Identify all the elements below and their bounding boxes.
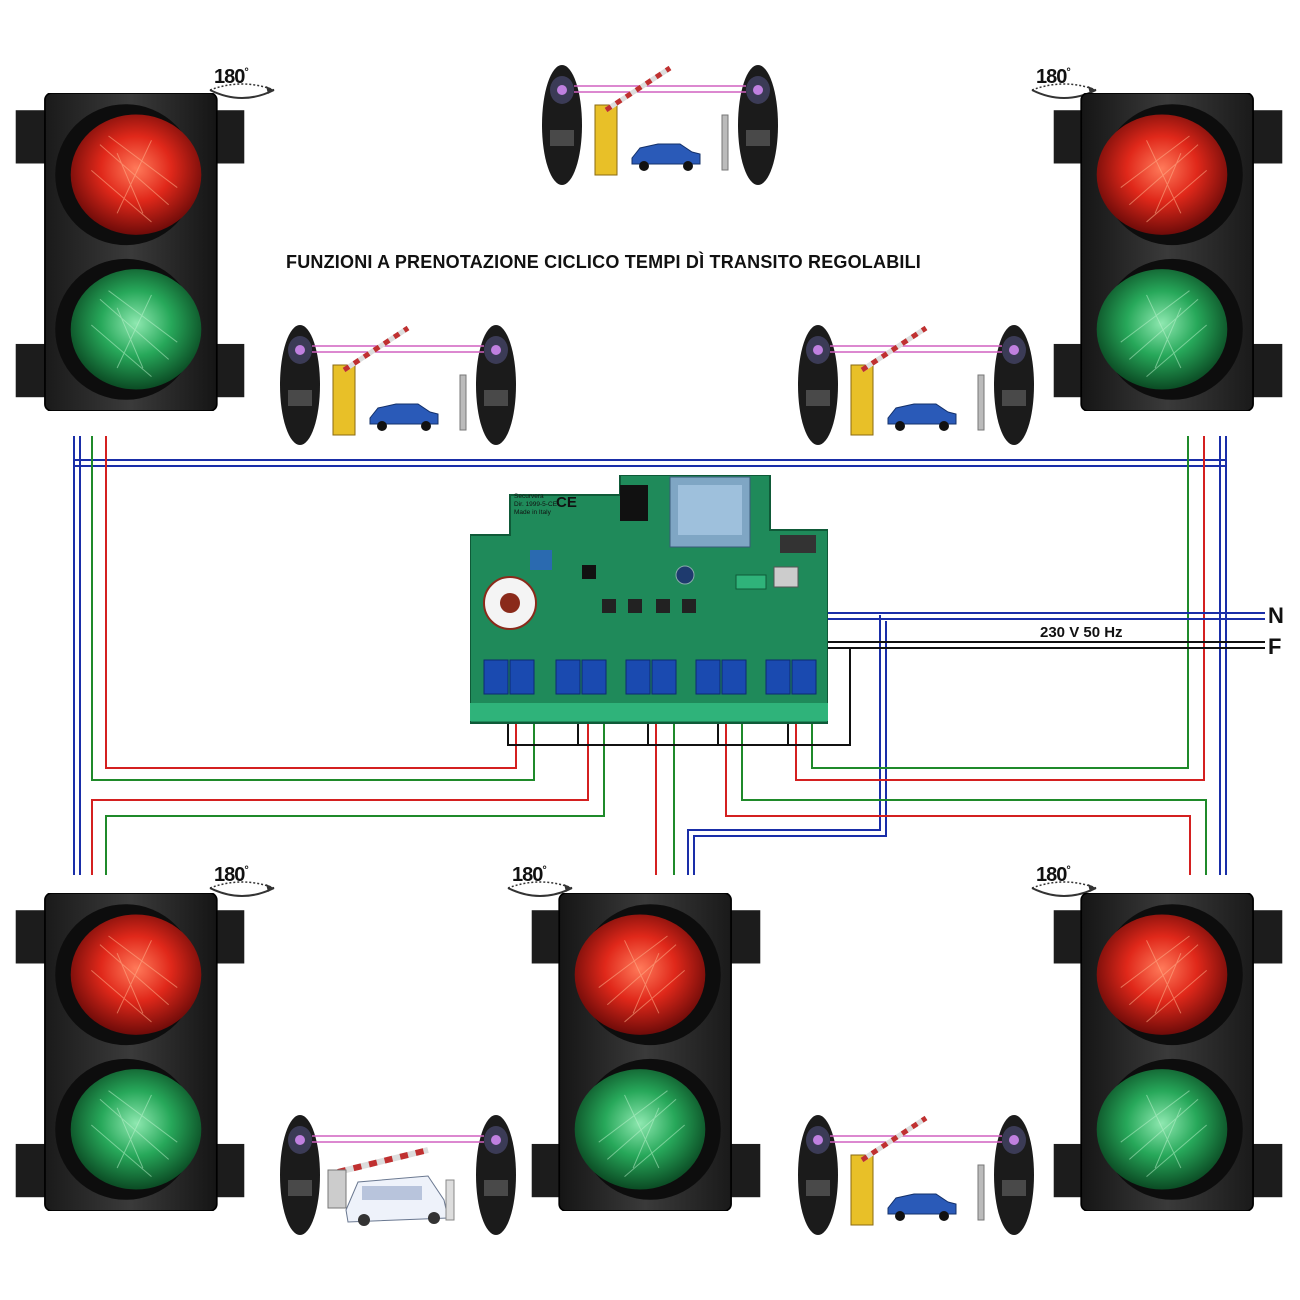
photocell-set-bottom-left — [278, 1110, 518, 1240]
diagram-title: FUNZIONI A PRENOTAZIONE CICLICO TEMPI DÌ… — [286, 252, 921, 272]
rotate-180-icon: 180° — [1024, 66, 1104, 106]
rotation-label: 180° — [1036, 66, 1071, 88]
neutral-label: N — [1268, 603, 1284, 628]
rotate-180-icon: 180° — [1024, 864, 1104, 904]
supply-label: 230 V 50 Hz — [1040, 624, 1123, 641]
wire-black-board — [507, 648, 851, 746]
wire-neutral-1 — [795, 585, 1265, 614]
rotate-180-icon: 180° — [202, 864, 282, 904]
wire-phase-2 — [781, 585, 1265, 649]
wire-blue-bc-1 — [687, 615, 881, 875]
ce-mark: CE — [556, 494, 577, 511]
photocell-set-mid-right — [796, 320, 1036, 450]
board-directive: Dir. 1999-5-CE — [514, 501, 557, 508]
phase-label: F — [1268, 634, 1282, 659]
wire-red-br — [725, 720, 1191, 875]
wire-green-tr — [811, 436, 1189, 769]
photocell-set-bottom-right — [796, 1110, 1036, 1240]
traffic-light-top-right — [1052, 66, 1284, 438]
rotate-180-icon: 180° — [202, 66, 282, 106]
wire-green-br — [741, 720, 1207, 875]
board-label: Securvera Dir. 1999-5-CE Made in Italy — [514, 493, 557, 517]
rotation-label: 180° — [214, 66, 249, 88]
traffic-light-top-left — [14, 66, 246, 438]
rotation-label: 180° — [1036, 864, 1071, 886]
rotation-label: 180° — [214, 864, 249, 886]
rotation-label: 180° — [512, 864, 547, 886]
traffic-light-bottom-right — [1052, 866, 1284, 1238]
board-brand: Securvera — [514, 493, 544, 500]
wire-red-bl — [91, 720, 589, 875]
rotate-180-icon: 180° — [500, 864, 580, 904]
photocell-set-top-center — [540, 60, 780, 190]
wire-red-tl — [105, 436, 517, 769]
photocell-set-mid-left — [278, 320, 518, 450]
control-board-icon: Securvera Dir. 1999-5-CE Made in Italy C… — [469, 474, 829, 730]
wire-blue-bc-2 — [693, 621, 887, 875]
wire-green-bl — [105, 720, 605, 875]
traffic-light-bottom-center — [530, 866, 762, 1238]
wire-red-tr — [795, 436, 1205, 781]
board-origin: Made in Italy — [514, 509, 551, 516]
traffic-light-bottom-left — [14, 866, 246, 1238]
wire-green-tl — [91, 436, 535, 781]
